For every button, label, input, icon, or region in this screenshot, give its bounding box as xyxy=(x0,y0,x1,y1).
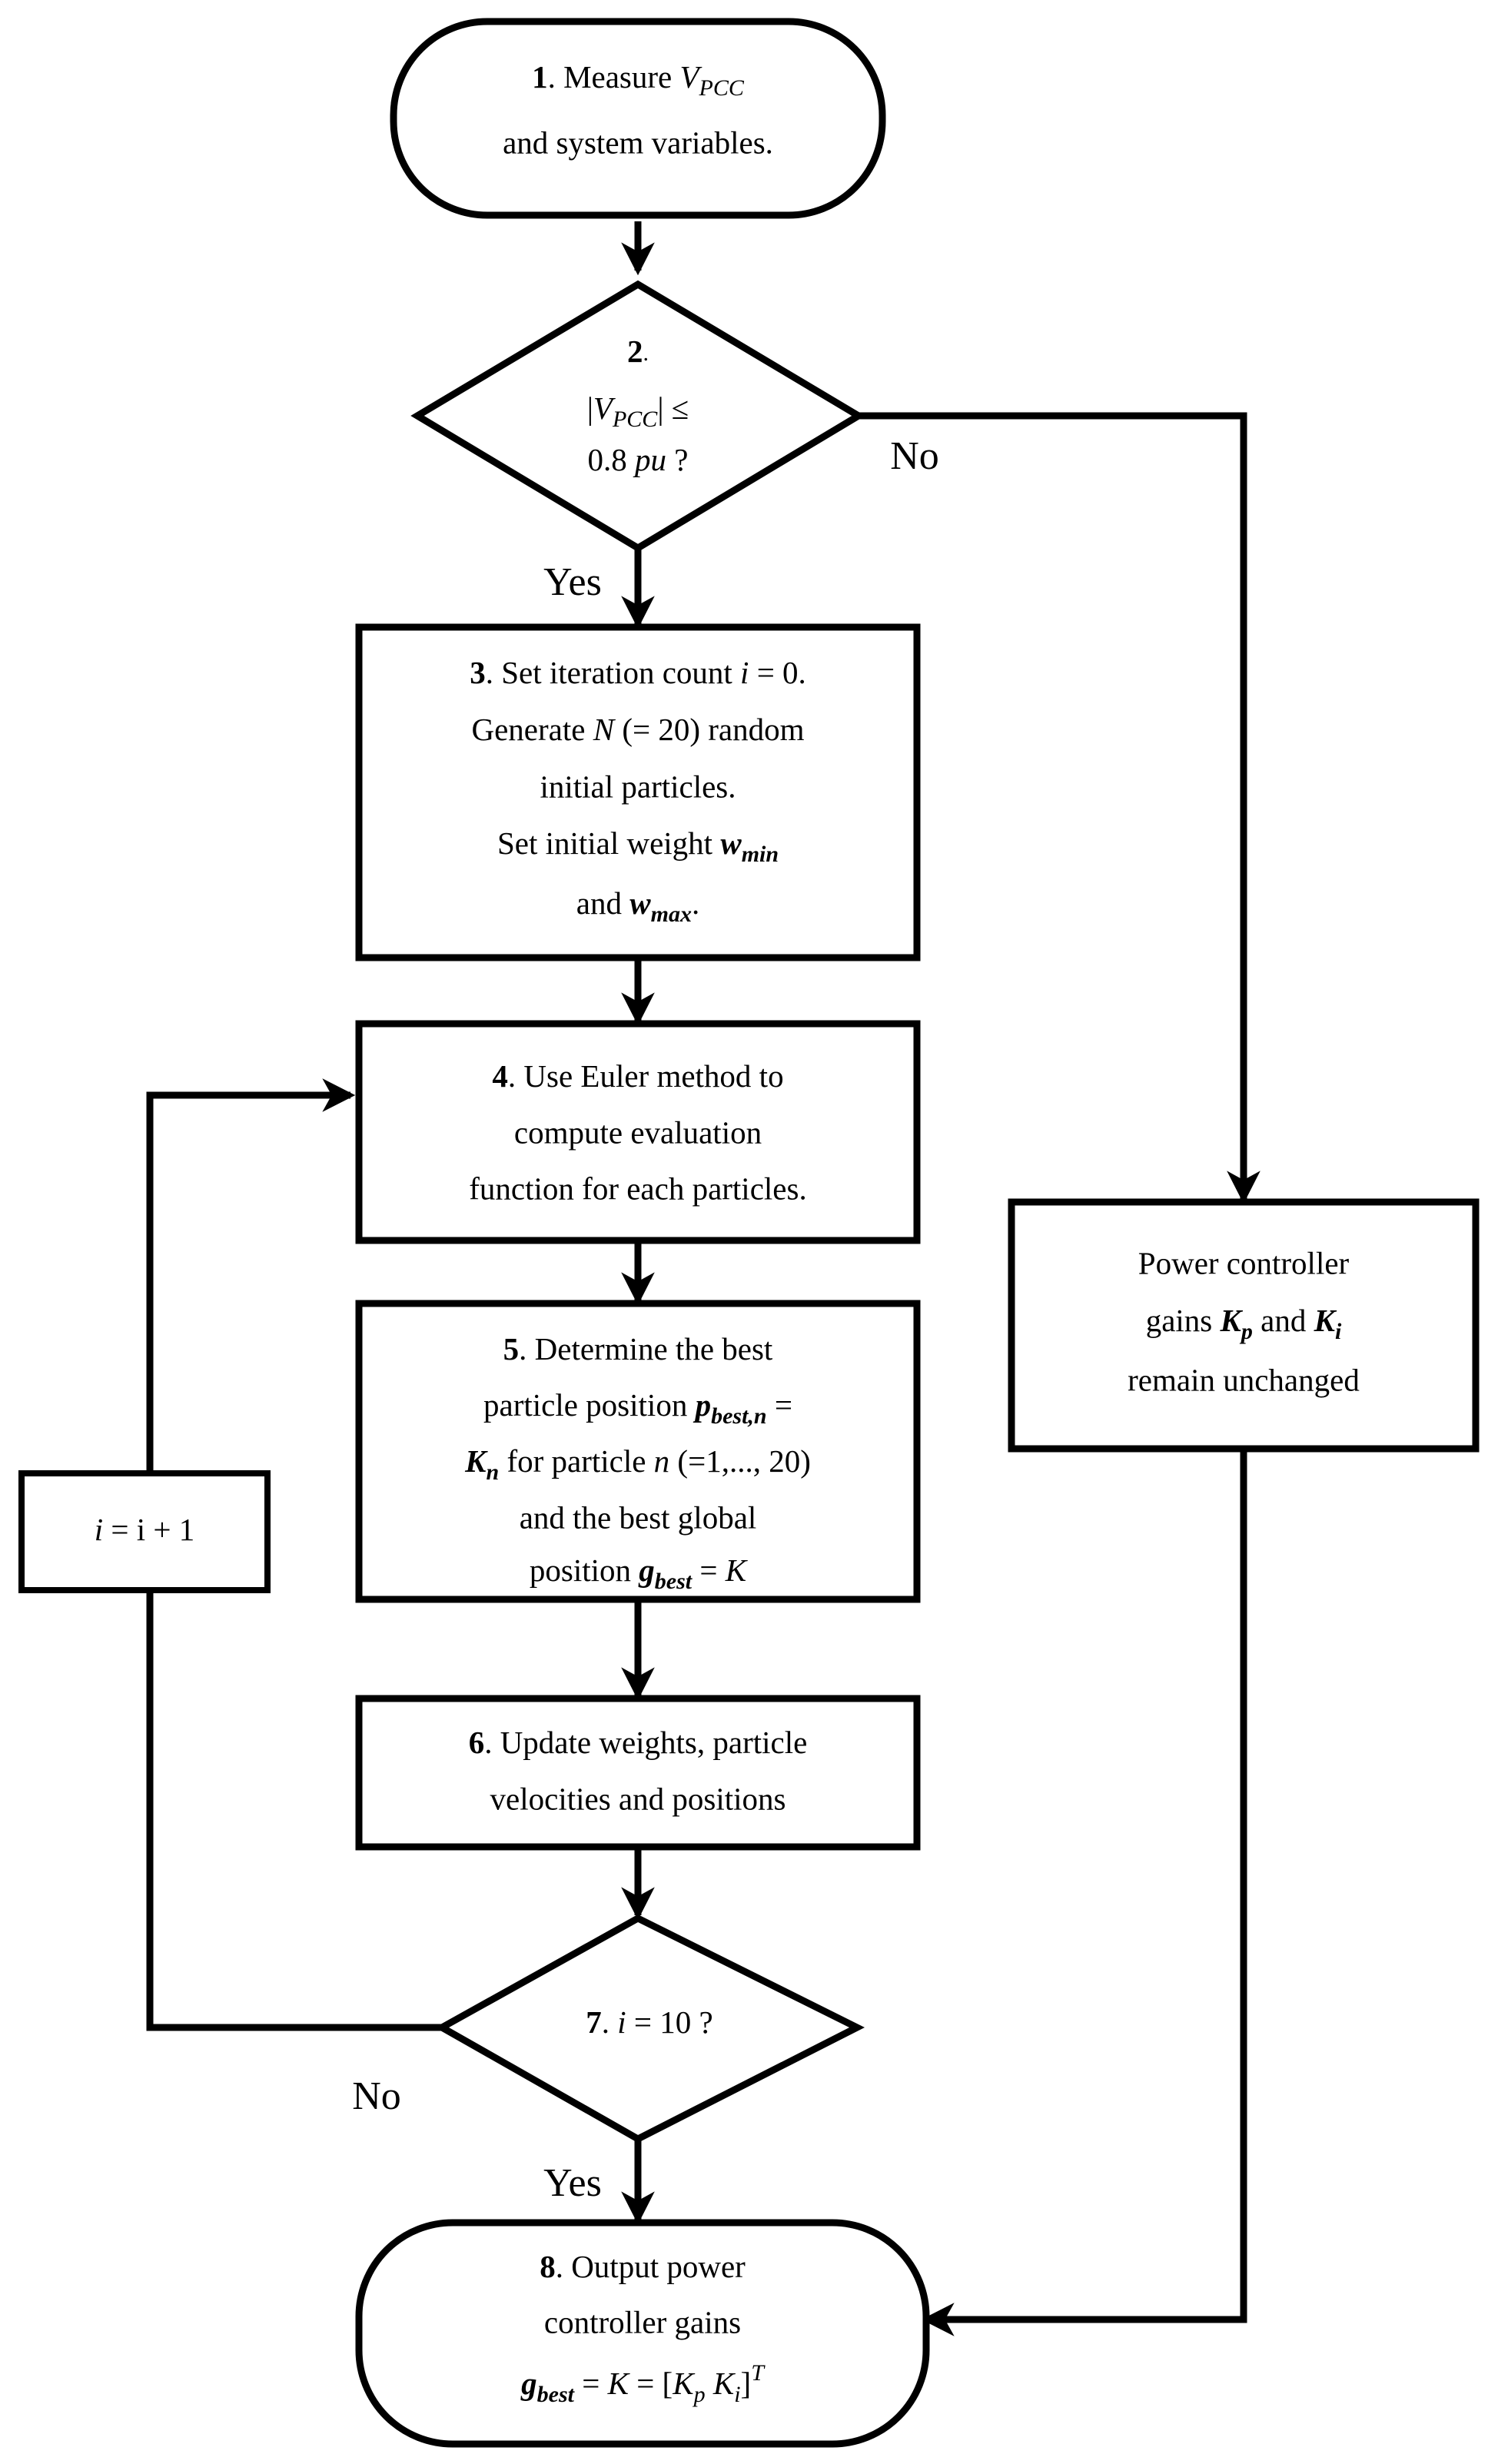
step5-line3: Kn for particle n (=1,..., 20) xyxy=(464,1443,811,1484)
node-step3[interactable]: 3. Set iteration count i = 0. Generate N… xyxy=(355,623,921,961)
node-increment[interactable]: i = i + 1 xyxy=(18,1470,271,1593)
step6-line1: 6. Update weights, particle xyxy=(469,1725,808,1760)
node-step6[interactable]: 6. Update weights, particle velocities a… xyxy=(355,1695,921,1851)
edge-7-no-to-increment xyxy=(133,1559,442,2031)
step2-threshold: 0.8 pu ? xyxy=(588,442,689,477)
step7-condition: 7. i = 10 ? xyxy=(586,2004,712,2040)
node-step5[interactable]: 5. Determine the best particle position … xyxy=(355,1300,921,1603)
unchanged-line2: gains Kp and Ki xyxy=(1146,1303,1342,1343)
step2-number: 2. xyxy=(627,334,649,369)
step1-shape xyxy=(390,18,886,219)
step2-shape xyxy=(410,280,865,553)
label-no-step2: No xyxy=(890,434,939,478)
step3-line4: Set initial weight wmin xyxy=(497,825,779,866)
step1-line1: 1. Measure VPCC xyxy=(532,59,745,100)
increment-expression: i = i + 1 xyxy=(95,1512,195,1547)
step3-line3: initial particles. xyxy=(540,769,736,804)
node-step1[interactable]: 1. Measure VPCC and system variables. xyxy=(390,18,886,219)
step3-line1: 3. Set iteration count i = 0. xyxy=(470,655,806,690)
step5-line2: particle position pbest,n = xyxy=(483,1387,792,1428)
step8-line2: controller gains xyxy=(544,2304,741,2339)
step3-shape xyxy=(355,623,921,961)
step5-line5: position gbest = K xyxy=(530,1552,749,1593)
step6-line2: velocities and positions xyxy=(490,1781,786,1816)
unchanged-line3: remain unchanged xyxy=(1128,1362,1360,1397)
node-step2[interactable]: 2. |VPCC| ≤ 0.8 pu ? xyxy=(410,280,865,553)
step4-shape xyxy=(355,1020,921,1244)
edge-unchanged-to-8 xyxy=(921,1449,1247,2336)
step3-line2: Generate N (= 20) random xyxy=(472,712,805,747)
edge-increment-to-4 xyxy=(146,1078,356,1470)
unchanged-shape xyxy=(1008,1198,1480,1453)
label-no-step7: No xyxy=(352,2074,401,2118)
step7-shape xyxy=(434,1914,865,2144)
label-yes-step7: Yes xyxy=(543,2161,602,2205)
step4-line3: function for each particles. xyxy=(469,1171,806,1206)
node-step7[interactable]: 7. i = 10 ? xyxy=(434,1914,865,2144)
step5-shape xyxy=(355,1300,921,1603)
step1-line2: and system variables. xyxy=(503,125,773,160)
step2-condition: |VPCC| ≤ xyxy=(587,390,689,431)
node-step8[interactable]: 8. Output power controller gains gbest =… xyxy=(355,2219,930,2448)
label-yes-step2: Yes xyxy=(543,560,602,604)
step5-line4: and the best global xyxy=(520,1499,757,1535)
edge-2-to-unchanged-no xyxy=(859,412,1260,1204)
increment-shape xyxy=(18,1470,271,1593)
step6-shape xyxy=(355,1695,921,1851)
connectors xyxy=(133,221,1260,2336)
node-step4[interactable]: 4. Use Euler method to compute evaluatio… xyxy=(355,1020,921,1244)
step4-line1: 4. Use Euler method to xyxy=(492,1058,783,1094)
step4-line2: compute evaluation xyxy=(514,1114,762,1150)
step8-line3: gbest = K = [Kp Ki]T xyxy=(520,2360,766,2407)
step8-line1: 8. Output power xyxy=(540,2249,746,2284)
step5-line1: 5. Determine the best xyxy=(503,1331,773,1366)
step3-line5: and wmax. xyxy=(576,885,699,926)
unchanged-line1: Power controller xyxy=(1138,1245,1350,1280)
node-unchanged[interactable]: Power controller gains Kp and Ki remain … xyxy=(1008,1198,1480,1453)
step8-shape xyxy=(355,2219,930,2448)
